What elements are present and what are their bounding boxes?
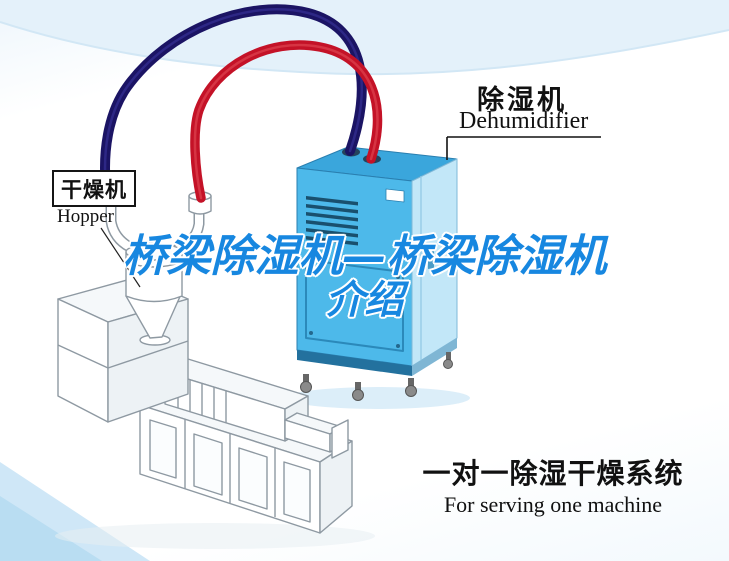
dehumidifier-base-side [412,338,457,376]
corner-triangle-inner [0,496,102,561]
dehumidifier-illustration [296,146,458,401]
swoosh-shape [0,0,729,75]
hopper-label-en: Hopper [57,206,114,227]
background-swoosh [0,0,729,76]
hopper-lid [135,241,161,253]
hopper-label-box: 干燥机 [52,170,136,207]
hose-red-highlight [193,43,379,200]
extruder-die-flange [331,419,349,459]
extruder-machine-illustration [57,191,353,534]
caption-en: For serving one machine [443,492,663,517]
dehumidifier-vents [306,196,358,246]
swoosh-edge-line [0,21,729,76]
dehumidifier-casters [300,352,453,401]
extruder-barrel [164,358,349,459]
dehumidifier-base-front [297,350,412,376]
dehumidifier-badge [385,188,405,203]
dehumidifier-shadow [286,387,470,409]
hoses [100,4,383,203]
dehumidifier-side-handle [428,251,434,269]
extruder-shadow [55,523,375,549]
hopper-illustration [105,191,212,346]
dehumidifier-label-en: Dehumidifier [459,108,589,134]
hopper-filter-body [188,195,212,215]
hopper-band-line [125,261,183,268]
hopper-leader-line [100,227,141,288]
hopper-label-cn: 干燥机 [61,177,127,202]
dehumidifier-leader-line [446,136,601,160]
dehumidifier-panel-screws [309,263,400,348]
dehumidifier-label-cn: 除湿机 [477,85,567,116]
dehumidifier-side-face [411,158,458,367]
dehumidifier-front-panel [305,259,404,352]
caption-cn: 一对一除湿干燥系统 [422,457,684,490]
hopper-cylinder [125,251,183,303]
